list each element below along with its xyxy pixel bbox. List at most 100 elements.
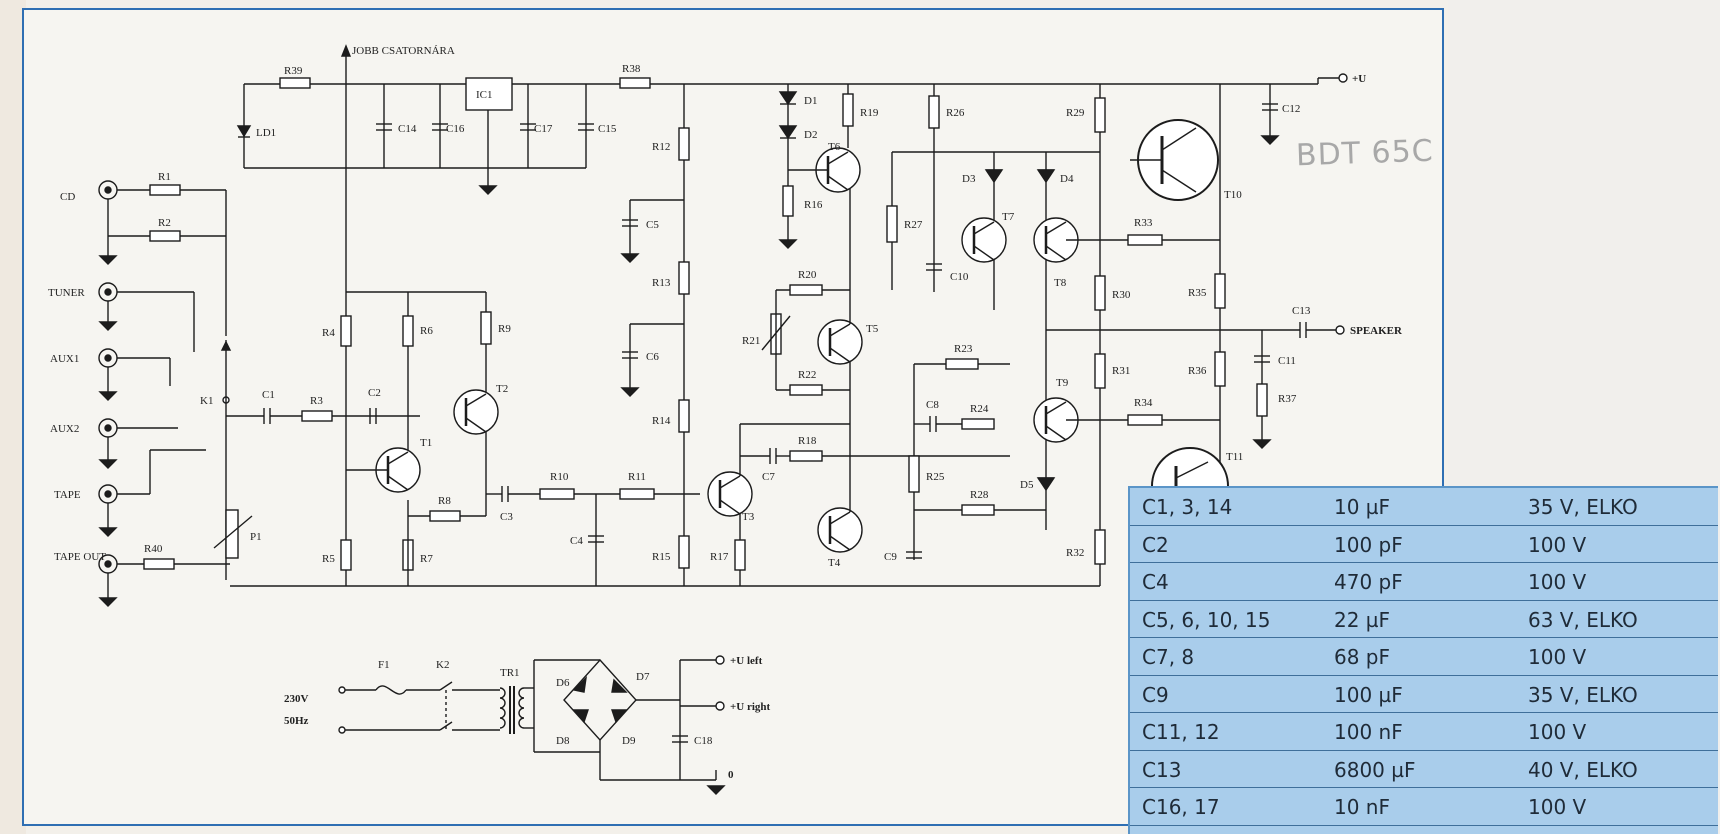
resistor-symbol <box>928 95 940 129</box>
resistor-label: R31 <box>1112 365 1130 377</box>
terminal-icon <box>1335 325 1345 335</box>
capacitor-label: C11 <box>1278 355 1296 367</box>
part-value: 10 µF <box>1334 495 1391 519</box>
input-label: TUNER <box>48 287 85 299</box>
resistor-label: R2 <box>158 217 171 229</box>
part-rating: 100 V <box>1528 795 1587 819</box>
table-row: C16, 17 10 nF 100 V <box>1130 788 1718 826</box>
resistor-label: R30 <box>1112 289 1131 301</box>
resistor-symbol <box>1127 414 1163 426</box>
resistor-symbol <box>149 230 181 242</box>
part-ref: C16, 17 <box>1142 795 1220 819</box>
resistor-label: R36 <box>1188 365 1207 377</box>
terminal-icon <box>1338 73 1348 83</box>
capacitor-label: C4 <box>570 535 583 547</box>
resistor-label: R26 <box>946 107 965 119</box>
resistor-symbol <box>149 184 181 196</box>
resistor-symbol <box>678 535 690 569</box>
ground-icon <box>706 785 726 795</box>
ground-icon <box>1252 439 1272 449</box>
capacitor-label: C1 <box>262 389 275 401</box>
transistor-symbol <box>346 447 421 493</box>
transistor-label: T5 <box>866 323 879 335</box>
transistor-label: T9 <box>1056 377 1069 389</box>
table-row: C5, 6, 10, 15 22 µF 63 V, ELKO <box>1130 601 1718 638</box>
capacitor-label: C9 <box>884 551 897 563</box>
part-rating: 100 V <box>1528 645 1587 669</box>
led-label: LD1 <box>256 127 276 139</box>
capacitor-label: C16 <box>446 123 465 135</box>
resistor-label: R4 <box>322 327 335 339</box>
resistor-symbol <box>1094 97 1106 133</box>
fuse-symbol <box>375 685 407 695</box>
resistor-label: R39 <box>284 65 303 77</box>
diode-label: D6 <box>556 677 570 689</box>
resistor-label: R29 <box>1066 107 1085 119</box>
part-ref: C11, 12 <box>1142 720 1220 744</box>
resistor-symbol <box>789 284 823 296</box>
potentiometer-label: P1 <box>250 531 262 543</box>
resistor-symbol <box>1094 275 1106 311</box>
resistor-symbol <box>678 399 690 433</box>
capacitor-label: C5 <box>646 219 659 231</box>
transistor-symbol <box>707 471 753 517</box>
diode-symbol <box>778 125 798 140</box>
resistor-label: R9 <box>498 323 511 335</box>
ground-icon <box>620 387 640 397</box>
transistor-symbol <box>961 217 1007 263</box>
part-ref: C9 <box>1142 682 1169 707</box>
capacitor-label: C14 <box>398 123 417 135</box>
ground-icon <box>620 253 640 263</box>
resistor-symbol <box>1094 529 1106 565</box>
plus-u-label: +U <box>1352 73 1366 85</box>
wire <box>213 515 253 549</box>
part-rating: 100 V <box>1528 570 1587 594</box>
resistor-symbol <box>678 127 690 161</box>
part-value: 100 nF <box>1334 720 1403 744</box>
resistor-label: R22 <box>798 369 816 381</box>
fuse-label: F1 <box>378 659 390 671</box>
transformer-primary <box>499 687 506 729</box>
resistor-label: R38 <box>622 63 641 75</box>
resistor-symbol <box>1127 234 1163 246</box>
terminal-icon <box>338 686 346 694</box>
resistor-label: R1 <box>158 171 171 183</box>
resistor-label: R12 <box>652 141 670 153</box>
resistor-label: R32 <box>1066 547 1084 559</box>
resistor-label: R11 <box>628 471 646 483</box>
transistor-label: T11 <box>1226 451 1243 463</box>
jobb-csatornara-label: JOBB CSATORNÁRA <box>352 45 455 57</box>
table-row: C7, 8 68 pF 100 V <box>1130 638 1718 676</box>
resistor-label: R3 <box>310 395 323 407</box>
resistor-symbol <box>1094 353 1106 389</box>
transistor-symbol <box>817 507 863 553</box>
capacitor-label: C8 <box>926 399 939 411</box>
resistor-label: R23 <box>954 343 973 355</box>
ic-label: IC1 <box>476 89 493 101</box>
input-label: TAPE OUT <box>54 551 106 563</box>
u-left-label: +U left <box>730 655 763 667</box>
capacitor-label: C2 <box>368 387 381 399</box>
speaker-label: SPEAKER <box>1350 325 1403 337</box>
resistor-symbol <box>961 418 995 430</box>
resistor-label: R5 <box>322 553 335 565</box>
transistor-symbol <box>1130 119 1219 201</box>
transistor-label: T6 <box>828 141 841 153</box>
transformer-label: TR1 <box>500 667 520 679</box>
resistor-label: R15 <box>652 551 671 563</box>
resistor-label: R20 <box>798 269 817 281</box>
resistor-label: R27 <box>904 219 923 231</box>
part-ref: C2 <box>1142 532 1169 557</box>
switch-label: K1 <box>200 395 213 407</box>
part-rating: 100 V <box>1528 532 1587 557</box>
part-ref: C4 <box>1142 570 1169 594</box>
table-row: C1, 3, 14 10 µF 35 V, ELKO <box>1130 488 1718 526</box>
resistor-label: R14 <box>652 415 671 427</box>
terminal-icon <box>715 655 725 665</box>
transistor-label: T4 <box>828 557 841 569</box>
resistor-symbol <box>842 93 854 127</box>
resistor-label: R25 <box>926 471 945 483</box>
resistor-label: R13 <box>652 277 671 289</box>
resistor-symbol <box>1256 383 1268 417</box>
capacitor-label: C6 <box>646 351 659 363</box>
